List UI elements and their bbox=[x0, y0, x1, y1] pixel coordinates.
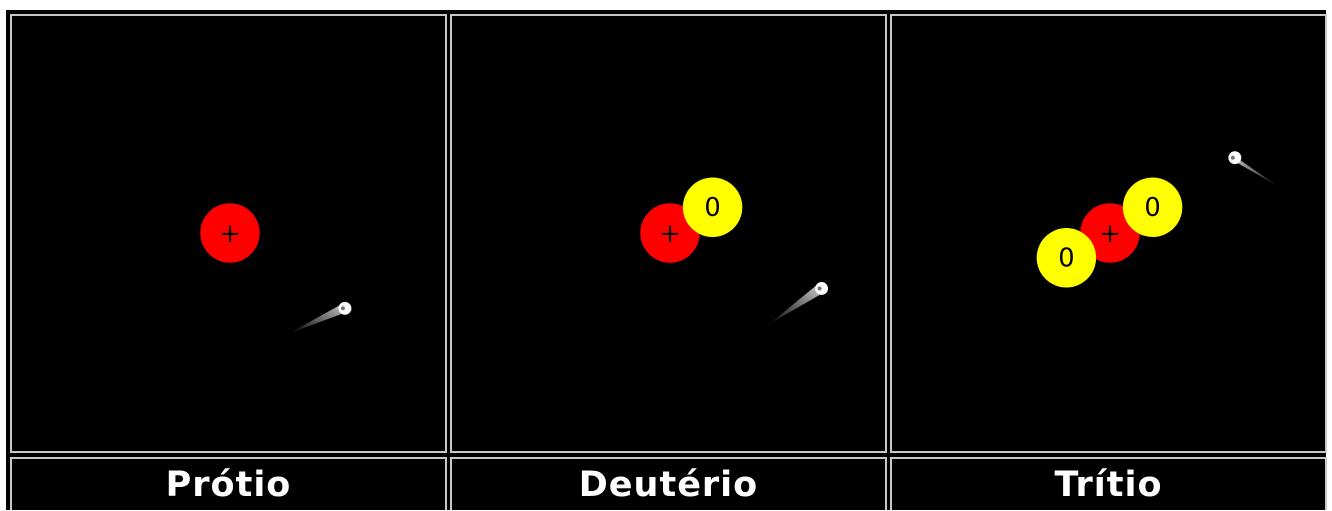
neutron-symbol: 0 bbox=[1144, 193, 1160, 223]
electron bbox=[769, 282, 829, 325]
label-deuterium: Deutério bbox=[450, 457, 887, 510]
proton-symbol: + bbox=[1099, 219, 1121, 249]
neutron: 0 bbox=[1122, 177, 1183, 237]
neutron-circle bbox=[682, 177, 743, 237]
tritium-atom-diagram: + 0 0 bbox=[1036, 151, 1279, 288]
panel-protium: + bbox=[10, 14, 447, 453]
proton-symbol: + bbox=[659, 219, 681, 249]
electron-trail bbox=[1230, 153, 1279, 187]
neutron-symbol: 0 bbox=[1058, 244, 1074, 274]
deuterium-atom-diagram: + 0 bbox=[640, 177, 829, 325]
neutron: 0 bbox=[682, 177, 743, 237]
proton-circle bbox=[200, 203, 260, 263]
panel-tritium: + 0 0 bbox=[890, 14, 1327, 453]
proton-circle bbox=[1080, 203, 1140, 263]
proton: + bbox=[640, 203, 700, 263]
neutron-symbol: 0 bbox=[704, 193, 720, 223]
electron-trail bbox=[769, 283, 826, 325]
protium-atom-diagram: + bbox=[200, 203, 352, 334]
neutron: 0 bbox=[1036, 228, 1097, 288]
electron bbox=[289, 301, 352, 334]
panel-deuterium: + 0 bbox=[450, 14, 887, 453]
electron-trail bbox=[289, 302, 352, 334]
proton: + bbox=[200, 203, 260, 263]
electron bbox=[1228, 151, 1279, 187]
electron-dot bbox=[1228, 151, 1242, 165]
proton-symbol: + bbox=[219, 219, 241, 249]
neutron-circle bbox=[1036, 228, 1097, 288]
label-protium: Prótio bbox=[10, 457, 447, 510]
proton: + bbox=[1080, 203, 1140, 263]
label-tritium: Trítio bbox=[890, 457, 1327, 510]
neutron-circle bbox=[1122, 177, 1183, 237]
proton-circle bbox=[640, 203, 700, 263]
